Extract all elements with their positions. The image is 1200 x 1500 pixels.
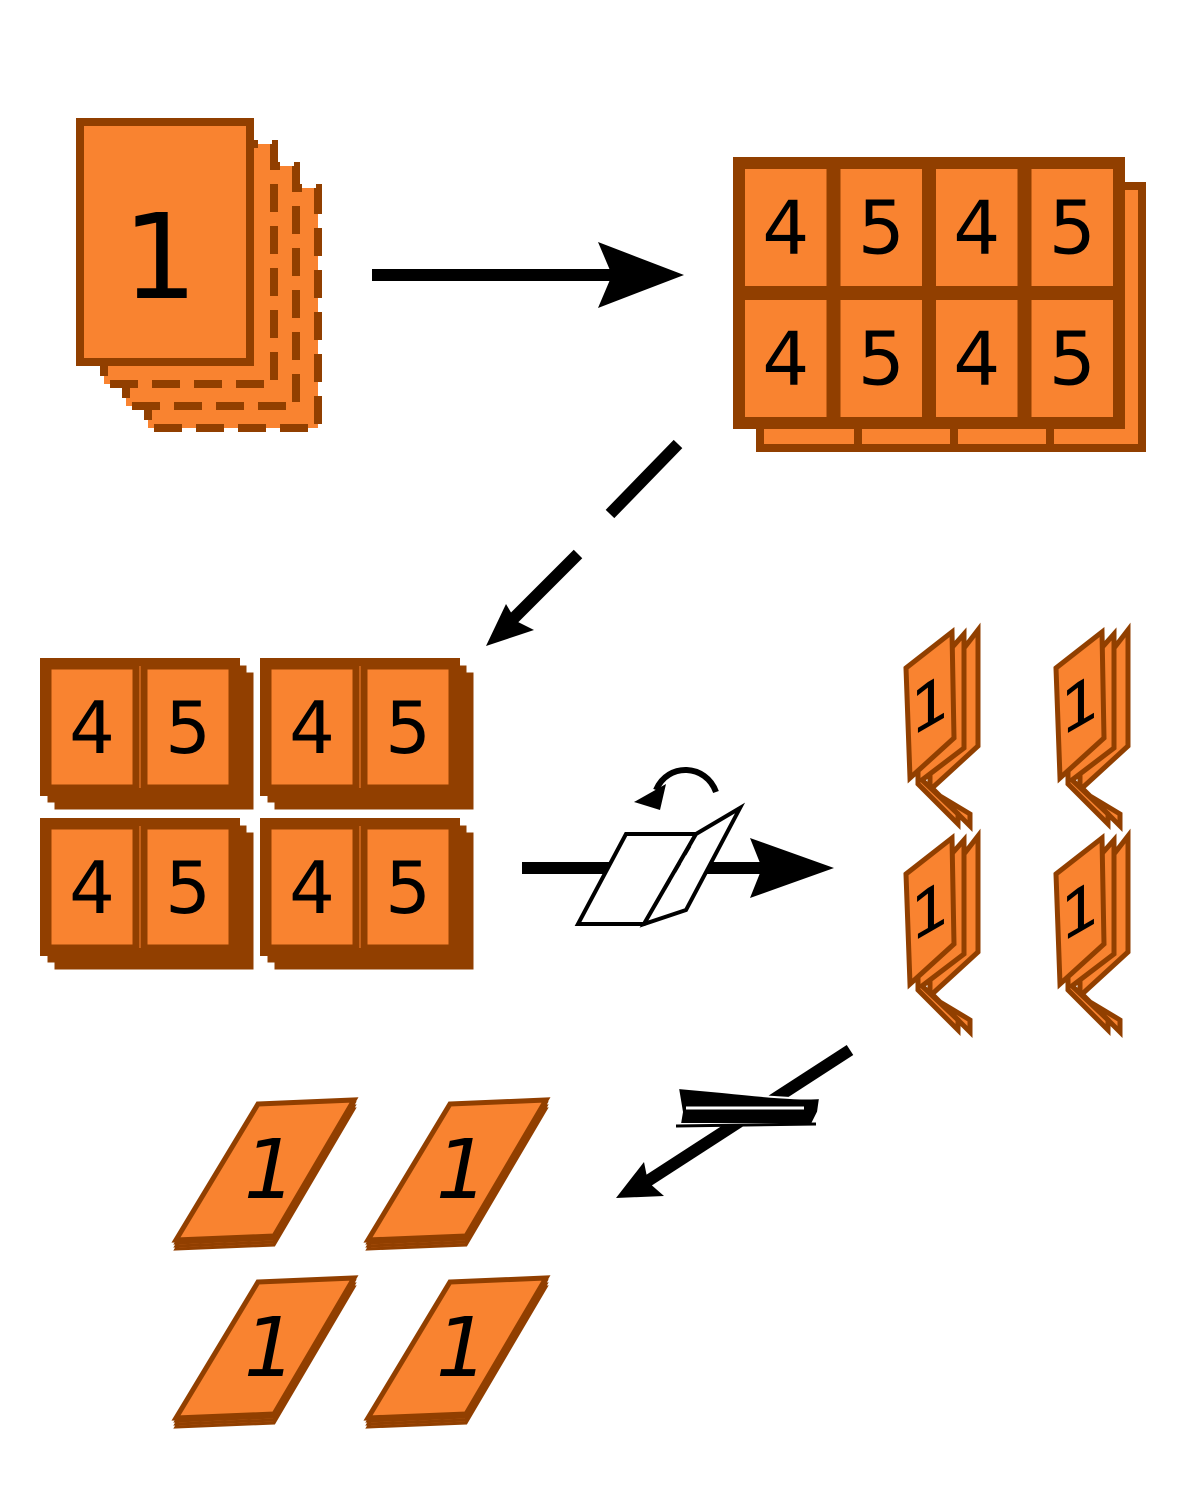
stapled-booklet: 1 [363,1097,551,1251]
arrow-down-left-cut-icon [486,439,683,646]
page-number: 5 [165,686,211,770]
booklet-cover [171,1275,359,1421]
booklet-cover [363,1275,551,1421]
folded-signature: 1 [1053,828,1131,1039]
folded-page [903,626,957,784]
fold-sheet-icon [574,802,746,928]
stapler-icon [675,1086,822,1128]
page-number: 5 [1049,186,1096,272]
page-cell [1023,292,1121,425]
page-number: 5 [858,317,905,403]
original-page-number: 1 [122,188,197,326]
page-cell [140,822,236,952]
page-number: 4 [762,317,809,403]
page-number: 4 [289,686,335,770]
stapled-booklet: 1 [171,1097,359,1251]
page-cell [928,161,1026,294]
page-cell [44,662,140,792]
folded-page [1053,626,1107,784]
page-number: 1 [244,1123,296,1218]
stapled-booklet: 1 [171,1275,359,1429]
page-cell [928,292,1026,425]
rotate-arrow-icon [634,767,719,810]
page-number: 4 [762,186,809,272]
page-number: 5 [858,186,905,272]
page-cell [140,662,236,792]
arrow-right-icon [372,242,684,308]
folded-signature: 1 [903,622,981,833]
folded-signature: 1 [1053,622,1131,833]
page-number: 5 [1049,317,1096,403]
page-cell [1023,161,1121,294]
page-cell [360,662,456,792]
page-number: 4 [289,846,335,930]
page-number: 5 [385,846,431,930]
booklet-cover [171,1097,359,1243]
page-cell [360,822,456,952]
folded-page [1053,832,1107,990]
stapled-booklets: 1 1 1 1 [171,1097,551,1429]
page-cell [264,662,360,792]
page-cell [737,292,835,425]
page-number: 4 [953,317,1000,403]
page-cell [44,822,140,952]
original-page-stack: 1 [76,118,322,432]
page-cell [264,822,360,952]
folded-signature: 1 [903,828,981,1039]
page-number: 1 [244,1301,296,1396]
page-cell [832,161,930,294]
page-number: 1 [436,1301,488,1396]
page-number: 4 [69,846,115,930]
original-page [76,118,254,366]
page-number: 1 [436,1123,488,1218]
folded-page [903,832,957,990]
page-number: 5 [385,686,431,770]
stapled-booklet: 1 [363,1275,551,1429]
booklet-cover [363,1097,551,1243]
page-cell [737,161,835,294]
page-number: 4 [69,686,115,770]
page-number: 4 [953,186,1000,272]
page-cell [832,292,930,425]
page-number: 5 [165,846,211,930]
